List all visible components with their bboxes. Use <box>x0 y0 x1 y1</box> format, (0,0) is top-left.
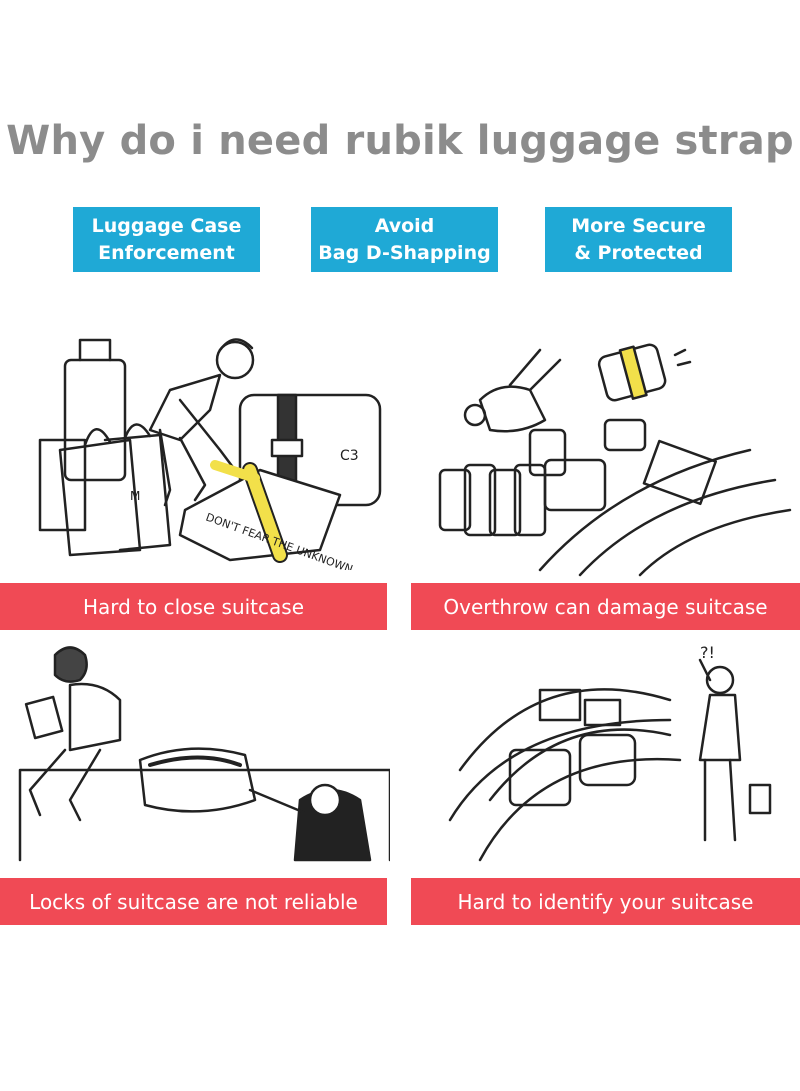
badge-line: & Protected <box>574 241 703 264</box>
svg-text:?!: ?! <box>700 643 715 662</box>
svg-text:C3: C3 <box>340 448 359 464</box>
badge-more-secure: More Secure & Protected <box>545 207 732 272</box>
badge-line: More Secure <box>571 214 706 237</box>
badge-line: Enforcement <box>98 241 235 264</box>
illustration-identify-suitcase: ?! <box>420 640 800 870</box>
illustration-overthrow-luggage <box>420 320 800 580</box>
illustration-unreliable-locks <box>10 640 390 870</box>
page-title: Why do i need rubik luggage strap <box>6 118 794 164</box>
badge-line: Avoid <box>374 214 435 237</box>
illustration-closing-suitcase: M C3 DON'T FEAR THE UNKNOWN <box>20 320 400 570</box>
caption-hard-to-close: Hard to close suitcase <box>0 583 387 630</box>
badge-avoid-deshaping: Avoid Bag D-Shapping <box>311 207 498 272</box>
caption-hard-to-identify: Hard to identify your suitcase <box>411 878 800 925</box>
svg-text:M: M <box>130 489 140 503</box>
caption-overthrow-damage: Overthrow can damage suitcase <box>411 583 800 630</box>
badge-line: Luggage Case <box>91 214 242 237</box>
badge-line: Bag D-Shapping <box>318 241 491 264</box>
badge-luggage-case-enforcement: Luggage Case Enforcement <box>73 207 260 272</box>
caption-locks-not-reliable: Locks of suitcase are not reliable <box>0 878 387 925</box>
